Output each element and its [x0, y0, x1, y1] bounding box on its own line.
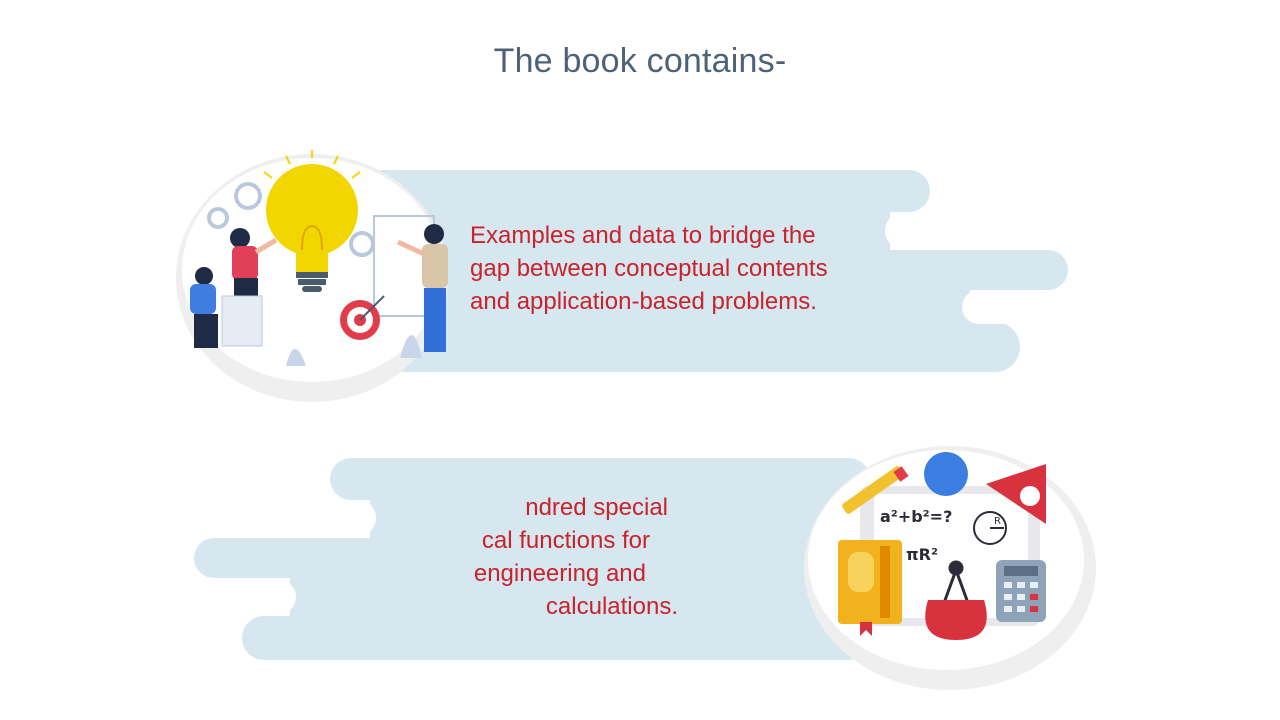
- card-1-line-1: Examples and data to bridge the: [470, 222, 816, 249]
- radius-circle-icon: R: [973, 511, 1007, 545]
- card-1-line-2: gap between conceptual contents: [470, 255, 828, 282]
- pencil-icon: [842, 466, 909, 514]
- notebook-icon: [838, 540, 902, 636]
- math-tools-illustration: a²+b²=? πR² R: [804, 446, 1096, 690]
- radius-label: R: [994, 516, 1001, 527]
- lightbulb-icon: [263, 150, 361, 292]
- card-2-line-1: ndred special: [525, 494, 668, 521]
- card-2-text: ndred special cal functions for engineer…: [450, 491, 678, 623]
- globe-icon: [924, 452, 968, 496]
- plant-icon: [286, 335, 422, 366]
- protractor-icon: [986, 464, 1046, 524]
- slide-title: The book contains-: [493, 42, 787, 80]
- idea-lightbulb-illustration: [176, 150, 448, 402]
- card-1-text: Examples and data to bridge the gap betw…: [470, 219, 828, 318]
- card-2-line-3: engineering and: [473, 560, 646, 587]
- person-desk-icon: [190, 267, 263, 348]
- pythagoras-formula: a²+b²=?: [880, 507, 952, 526]
- area-formula: πR²: [906, 545, 938, 564]
- person-pointing-icon: [396, 224, 448, 352]
- card-2-line-4: calculations.: [545, 593, 678, 620]
- card-1-line-3: and application-based problems.: [470, 288, 817, 315]
- calculator-icon: [996, 560, 1046, 622]
- bottom-banner: [194, 458, 870, 660]
- person-woman-icon: [230, 228, 278, 304]
- target-icon: [340, 295, 385, 340]
- flask-icon: [925, 600, 987, 640]
- card-2-line-2: cal functions for: [481, 527, 650, 554]
